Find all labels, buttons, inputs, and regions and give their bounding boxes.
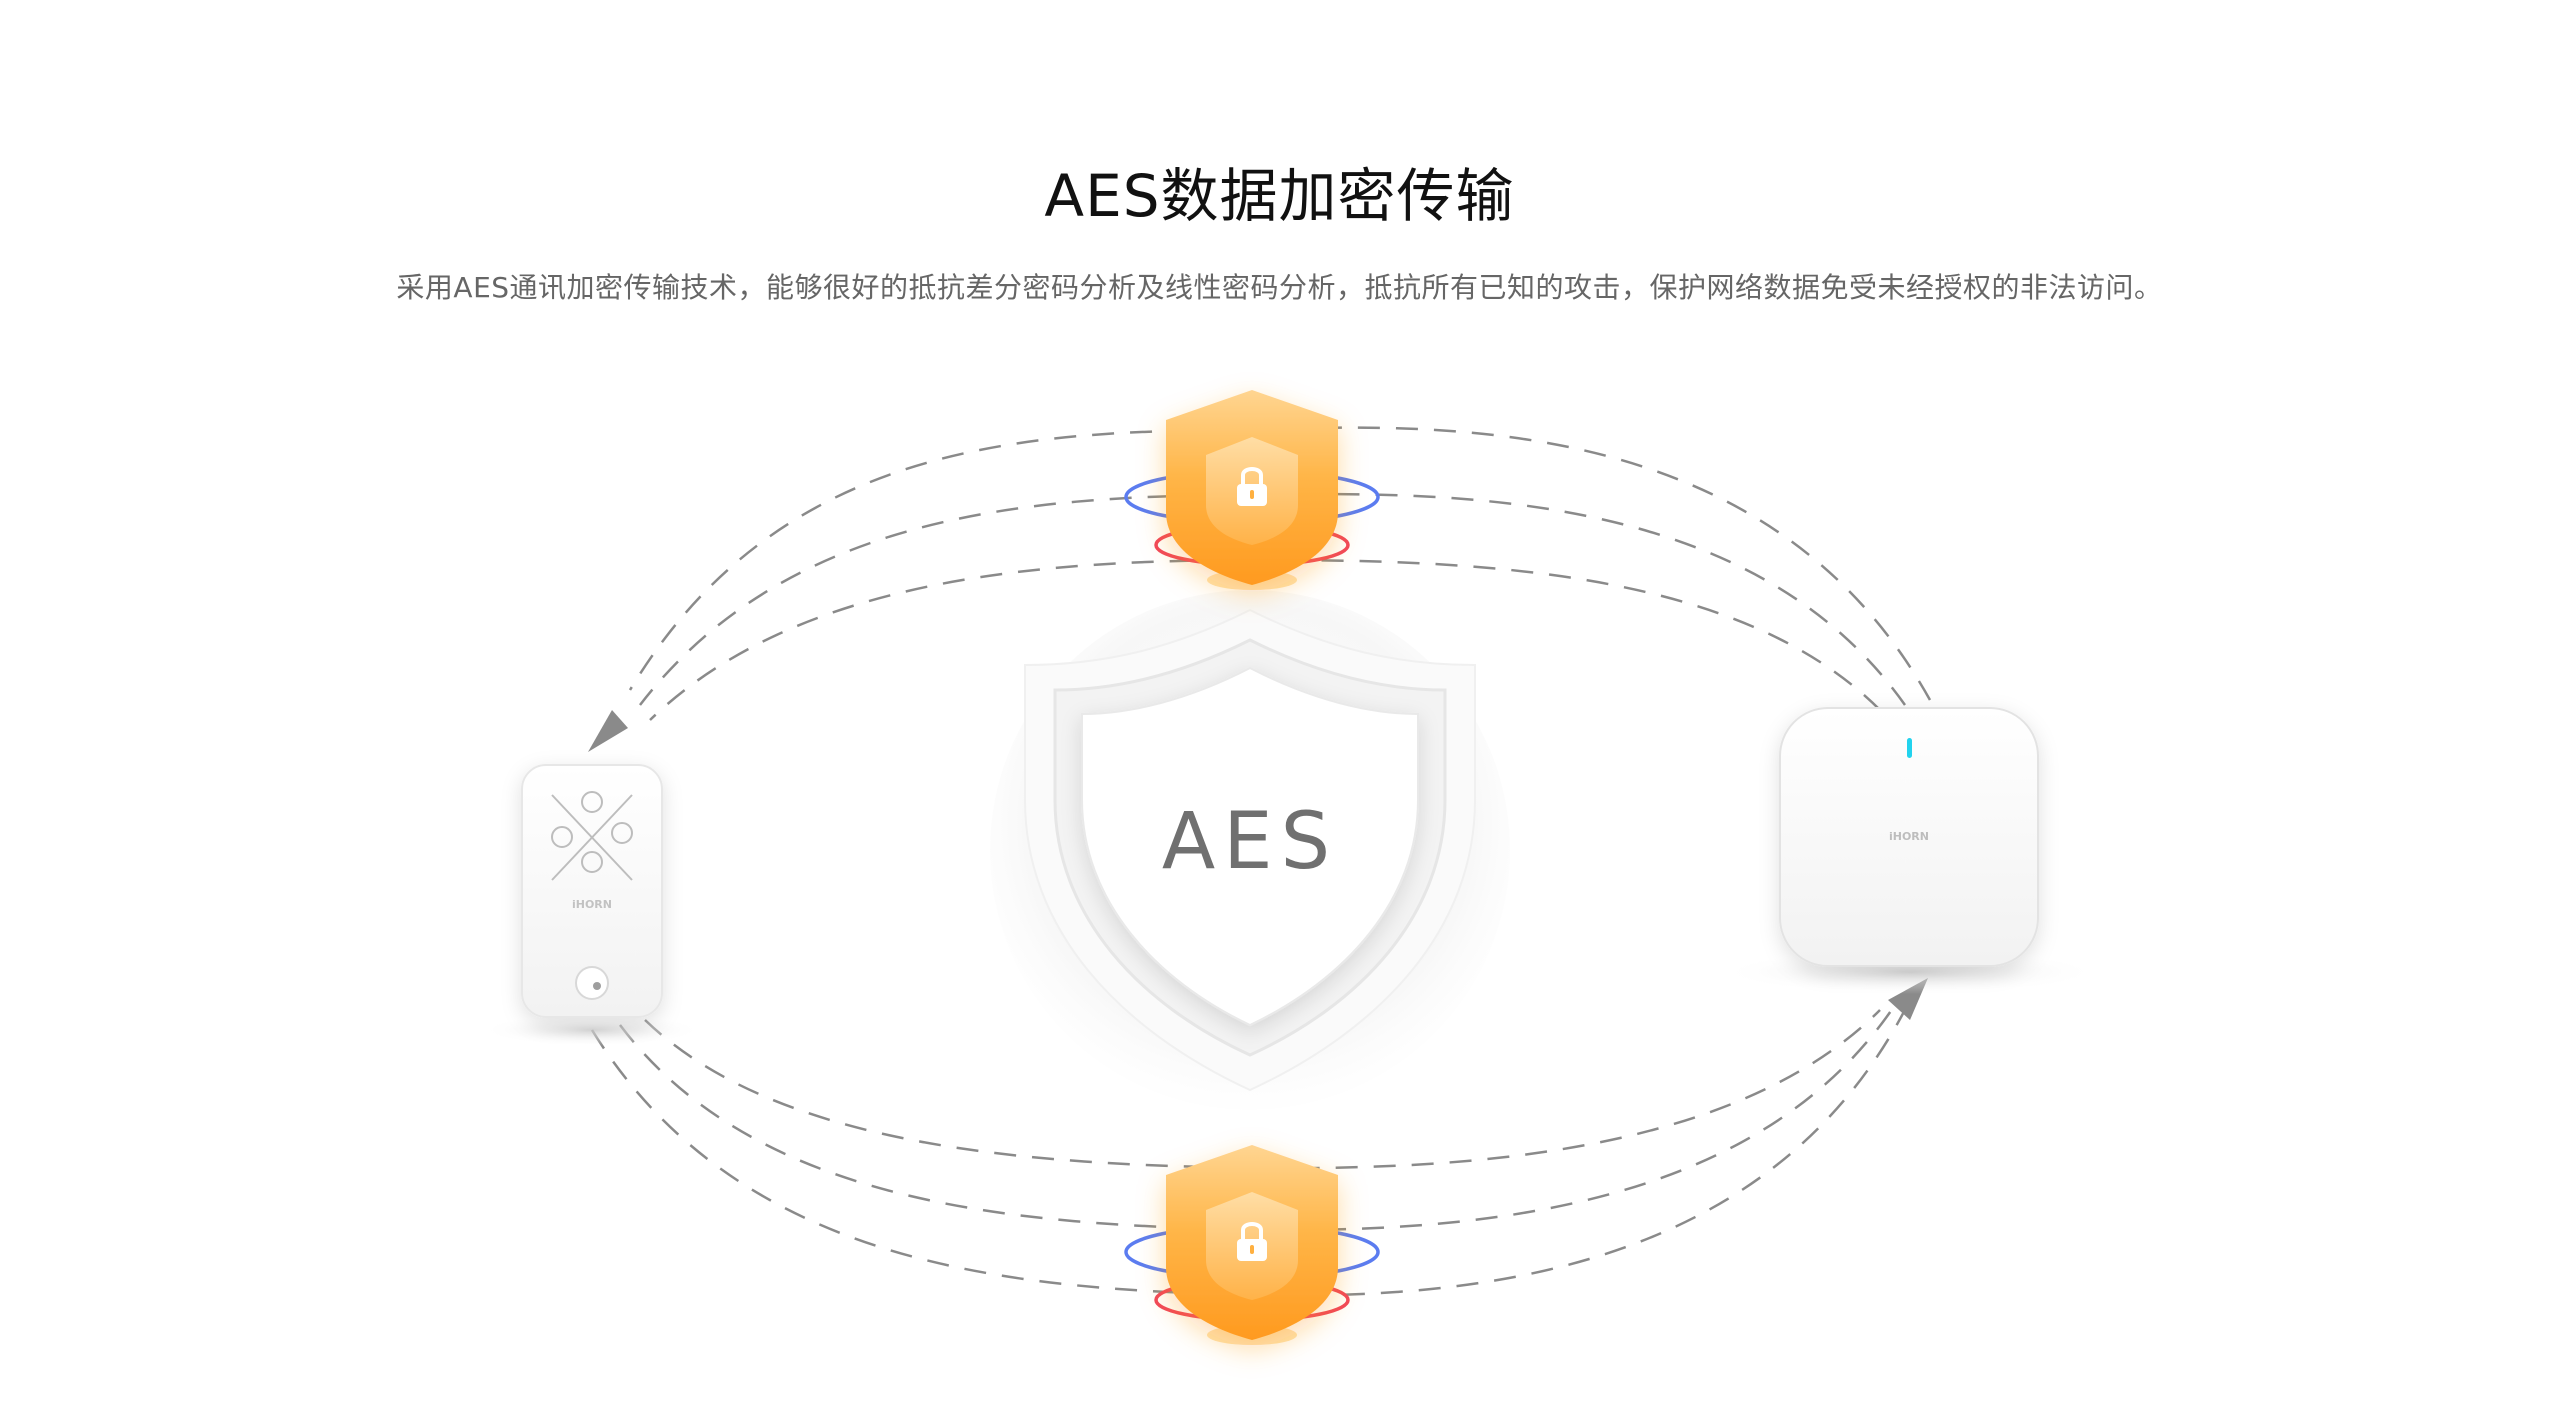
left-device-brand: iHORN <box>572 898 612 911</box>
lock-icon <box>1237 467 1267 506</box>
arrow-left-head <box>588 710 628 752</box>
bottom-lock-shield <box>1124 1145 1380 1345</box>
keypad-button-bottom <box>581 851 603 873</box>
top-lock-shield <box>1124 390 1380 590</box>
lock-icon <box>1237 1222 1267 1261</box>
keypad-button-left <box>551 826 573 848</box>
page-title: AES数据加密传输 <box>1044 162 1515 230</box>
left-keypad-device: iHORN <box>482 764 702 1046</box>
keypad-button-right <box>611 822 633 844</box>
right-device-brand: iHORN <box>1889 830 1929 843</box>
center-aes-label: AES <box>1162 797 1338 887</box>
page-description: 采用AES通讯加密传输技术，能够很好的抵抗差分密码分析及线性密码分析，抵抗所有已… <box>396 271 2163 304</box>
keypad-round-button <box>575 966 609 1000</box>
right-hub-device: iHORN <box>1720 707 2100 994</box>
keypad-button-top <box>581 791 603 813</box>
center-aes-shield: AES <box>990 590 1510 1110</box>
lower-arc-outer <box>590 999 1912 1297</box>
status-indicator <box>1907 738 1912 758</box>
keypad-buttons <box>551 791 633 881</box>
